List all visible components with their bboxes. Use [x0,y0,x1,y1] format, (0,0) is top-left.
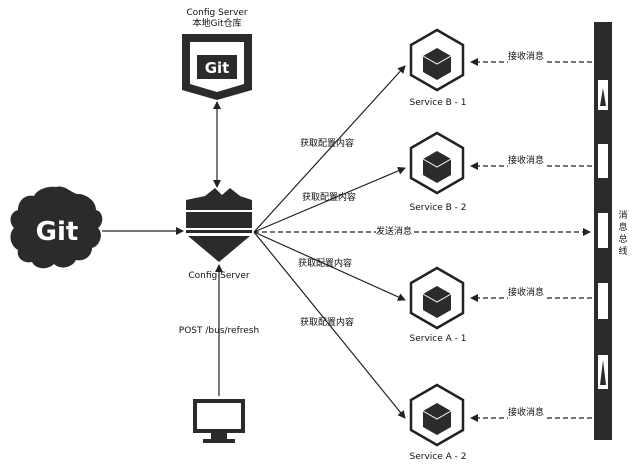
config-repo-title: Config Server [186,8,248,18]
service-label-a2: Service A - 2 [409,452,467,462]
fetch-label-a2: 获取配置内容 [300,318,355,328]
client-request-label: POST /bus/refresh [178,326,260,336]
bus-segment [598,213,608,248]
config-repo-subtitle: 本地Git仓库 [192,19,242,29]
service-label-a1: Service A - 1 [409,334,467,344]
bus-arrow-up-icon [600,360,606,385]
fetch-label-b2: 获取配置内容 [302,193,357,203]
remote-git-logo-text: Git [36,217,79,247]
config-server-label: Config Server [188,271,250,281]
service-a1-cube-icon [409,266,465,330]
message-bus [594,22,612,440]
fetch-label-a1: 获取配置内容 [298,259,353,269]
bus-arrow-up-icon [600,88,606,106]
send-message-label: 发送消息 [376,227,413,238]
local-git-badge-text: Git [205,59,230,77]
fetch-arrow-b2 [253,167,406,233]
service-a2-cube-icon [409,383,465,447]
fetch-label-b1: 获取配置内容 [300,139,355,149]
receive-label-b2: 接收消息 [508,156,545,167]
bus-segment [598,144,608,178]
service-b1-cube-icon [409,28,465,92]
computer-icon [193,399,245,443]
service-label-b2: Service B - 2 [409,203,467,213]
receive-label-b1: 接收消息 [508,52,545,63]
fetch-arrow-a2 [253,231,406,419]
bus-segment [598,283,608,319]
receive-label-a1: 接收消息 [508,288,545,299]
message-bus-label: 消息总线 [618,211,628,257]
local-git-repo-icon: Git [182,34,252,100]
fetch-arrow-b1 [253,65,406,233]
service-b2-cube-icon [409,131,465,195]
remote-git-cloud-icon: Git [10,186,103,269]
service-label-b1: Service B - 1 [409,98,467,108]
config-server-icon [186,188,252,262]
receive-label-a2: 接收消息 [508,408,545,419]
fetch-arrow-a1 [253,231,406,301]
